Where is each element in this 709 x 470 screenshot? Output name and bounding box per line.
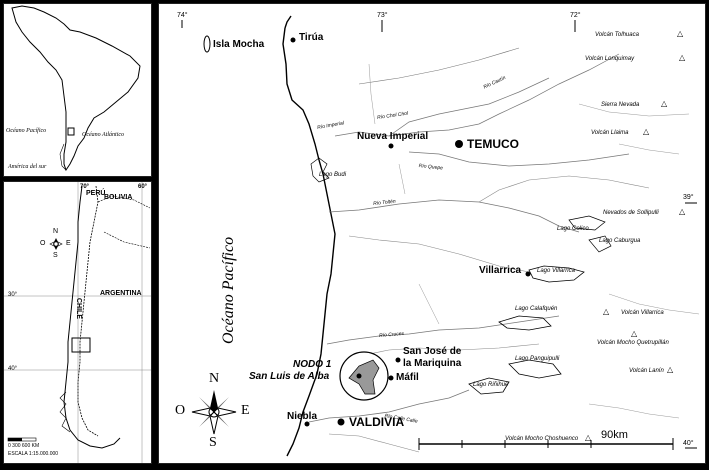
volcano-tolhuaca-icon: △ [677,29,684,38]
lat-40-label: 40° [8,366,18,372]
compass-o: O [175,403,186,418]
nodo-1-label: NODO 1 [293,359,332,370]
volcano-mocho-quetrupillan-icon: △ [631,329,638,338]
volcano-lonquimay: Volcán Lonquimay [585,56,635,62]
country-chile: CHILE [75,298,82,319]
country-peru: PERÚ [86,190,106,197]
lon-70-label: 70° [80,184,90,190]
volcano-lanin: Volcán Lanín [629,368,664,374]
inset-compass-s: S [53,252,58,259]
ocean-label: Océano Pacífico [220,236,237,344]
compass-e: E [241,403,250,418]
region-label: América del sur [8,164,47,170]
dot-mafil [388,375,394,381]
city-mafil: Máfil [396,372,419,383]
city-san-jose-1: San José de [403,346,462,357]
volcano-mocho-quetrupillan: Volcán Mocho Quetrupillán [597,340,669,346]
country-argentina: ARGENTINA [100,290,142,297]
inset-compass-n: N [53,228,59,235]
compass-n: N [209,371,220,386]
volcano-lanin-icon: △ [667,365,674,374]
dot-villarrica [525,271,531,277]
inset-scale-ratio: ESCALA 1:15.000.000 [8,451,59,457]
chile-outline [4,182,151,463]
lake-rinihue: Lago Riñihue [473,382,509,388]
city-valdivia: VALDIVIA [349,415,405,429]
volcano-sollipulli: Nevados de Sollipulli [603,210,659,216]
volcano-sierra-nevada: Sierra Nevada [601,102,640,108]
dot-niebla [304,421,310,427]
volcano-mocho-choshuenco-icon: △ [585,433,592,442]
volcano-lonquimay-icon: △ [679,53,686,62]
compass-s: S [209,435,217,450]
dot-san-jose [395,357,401,363]
volcano-villarrica-icon: △ [603,307,610,316]
city-temuco: TEMUCO [467,137,519,151]
inset-south-america: Océano Pacífico Océano Atlántico América… [3,3,152,177]
lake-villarrica: Lago Villarrica [537,268,575,274]
lon-74-label: 74° [177,12,188,19]
city-villarrica: Villarrica [479,265,522,276]
atlantic-label: Océano Atlántico [82,132,125,138]
volcano-llaima-icon: △ [643,127,650,136]
island-label: Isla Mocha [213,39,265,50]
lake-caburgua: Lago Caburgua [599,238,641,244]
lat-30-label: 30° [8,292,18,298]
dot-temuco [455,140,463,148]
city-tirua: Tirúa [299,32,324,43]
country-bolivia: BOLIVIA [104,194,133,201]
pacific-label: Océano Pacífico [6,128,47,134]
lat-40-label: 40° [683,440,694,447]
volcano-mocho-choshuenco: Volcán Mocho Choshuenco [505,436,579,442]
dot-valdivia [337,418,345,426]
volcano-sollipulli-icon: △ [679,207,686,216]
lake-calafquen: Lago Calafquén [515,306,558,312]
scale-label: 90km [601,429,628,441]
nodo-1-sublabel: San Luis de Alba [249,371,330,382]
volcano-villarrica: Volcán Villarrica [621,310,664,316]
lake-colico: Lago Colico [557,226,589,232]
inset-compass-e: E [66,240,71,247]
lon-72-label: 72° [570,12,581,19]
lon-60-label: 60° [138,184,148,190]
compass-rose-icon [191,390,237,435]
city-san-jose-2: la Mariquina [403,358,462,369]
inset-scale-text: 0 300 600 KM [8,443,40,449]
volcano-llaima: Volcán Llaima [591,130,629,136]
dot-nueva-imperial [388,143,394,149]
lon-73-label: 73° [377,12,388,19]
dot-nodo-1 [356,373,362,379]
inset-compass-o: O [40,240,46,247]
dot-tirua [290,37,296,43]
main-map-lines [181,15,700,457]
south-america-outline [11,5,141,172]
inset-compass-rose [49,238,63,250]
inset-chile: 70° 60° PERÚ BOLIVIA ARGENTINA CHILE 30°… [3,181,152,464]
city-nueva-imperial: Nueva Imperial [357,131,429,142]
city-niebla: Niebla [287,411,318,422]
volcano-sierra-nevada-icon: △ [661,99,668,108]
lake-budi: Lago Budi [319,172,347,178]
lake-panguipulli: Lago Panguipulli [515,356,560,362]
main-map: 74° 73° 72° 39° 40° Océano Pacífico Isla… [158,3,706,464]
lat-39-label: 39° [683,194,694,201]
volcano-tolhuaca: Volcán Tolhuaca [595,32,639,38]
